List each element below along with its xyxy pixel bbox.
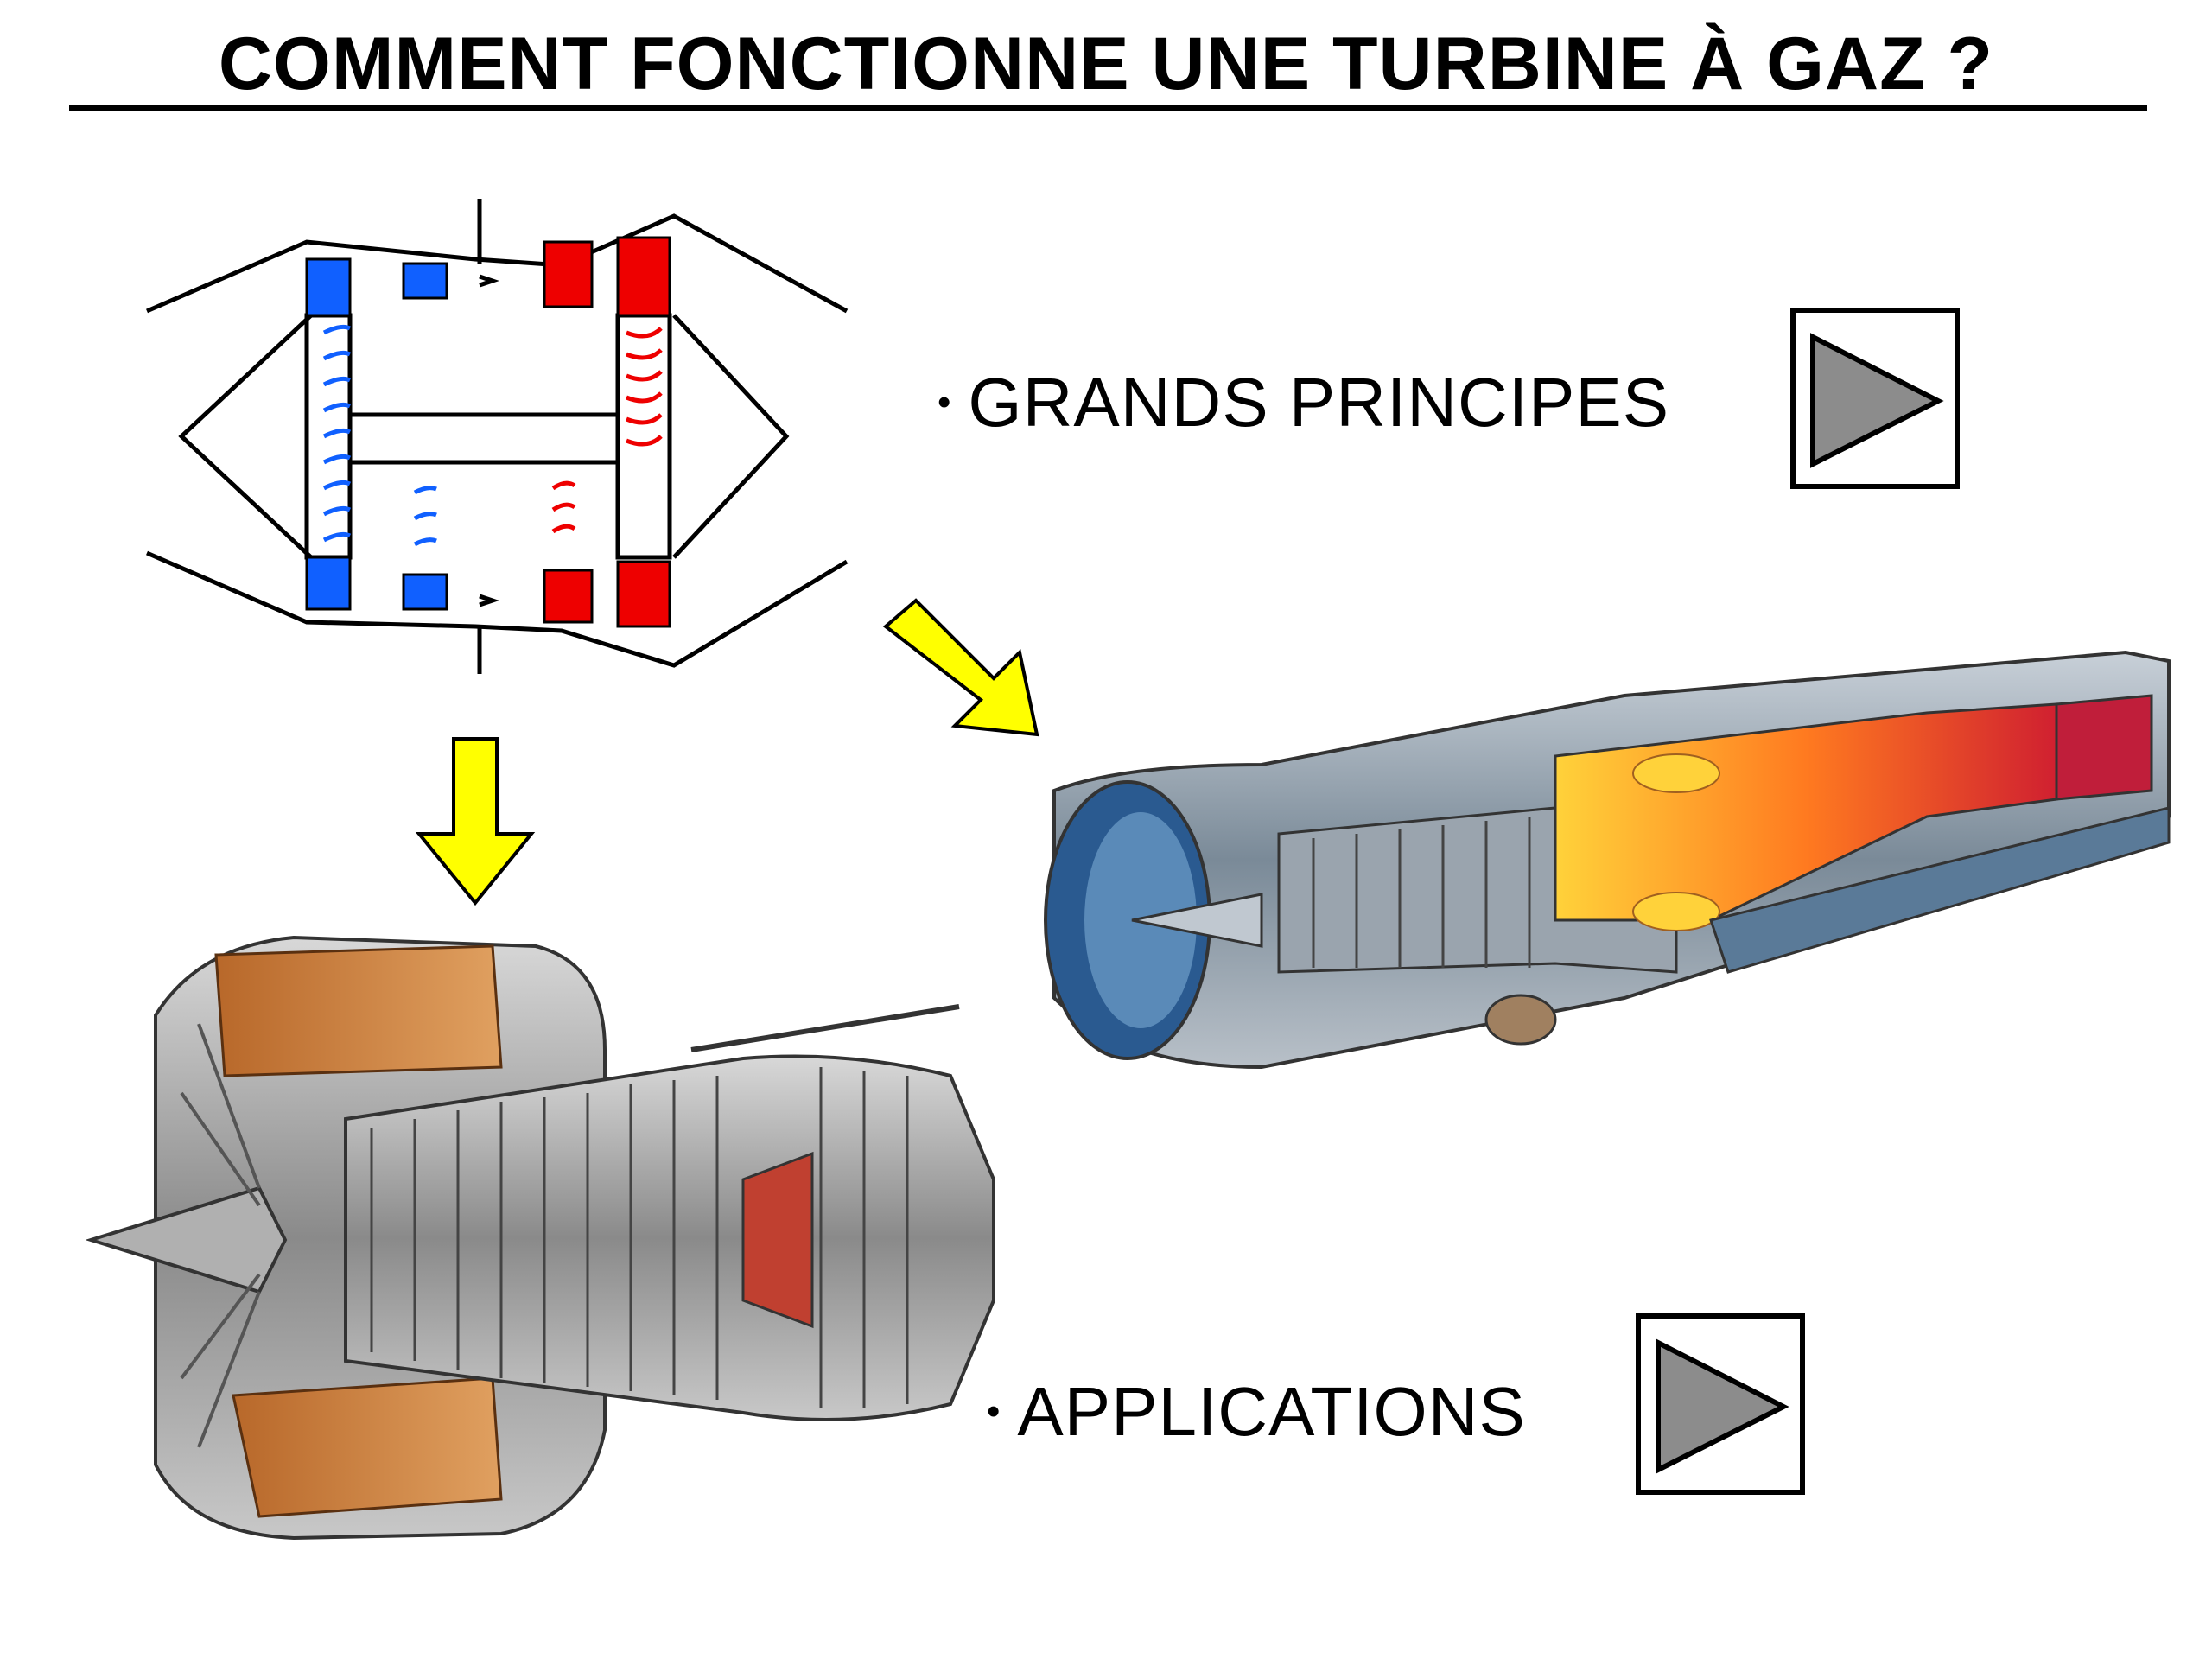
menu-item-applications: • APPLICATIONS: [987, 1372, 1526, 1452]
turbine-schematic: [146, 199, 849, 674]
menu-item-label: APPLICATIONS: [1017, 1373, 1526, 1450]
play-icon: [1810, 333, 1944, 468]
bullet: •: [987, 1390, 1001, 1433]
menu-item-grands-principes: • GRANDS PRINCIPES: [938, 363, 1669, 442]
bullet: •: [938, 381, 951, 423]
turbofan-cutaway: [86, 935, 995, 1541]
play-icon: [1656, 1338, 1789, 1474]
arrow-icon: [882, 598, 1039, 737]
menu-item-label: GRANDS PRINCIPES: [968, 364, 1670, 441]
page-title: COMMENT FONCTIONNE UNE TURBINE À GAZ ?: [218, 22, 1994, 105]
arrow-icon: [415, 737, 536, 906]
title-underline: [69, 105, 2147, 111]
play-button-applications[interactable]: [1636, 1313, 1805, 1495]
turbojet-cutaway: [1044, 650, 2171, 1070]
play-button-grands-principes[interactable]: [1790, 308, 1960, 489]
